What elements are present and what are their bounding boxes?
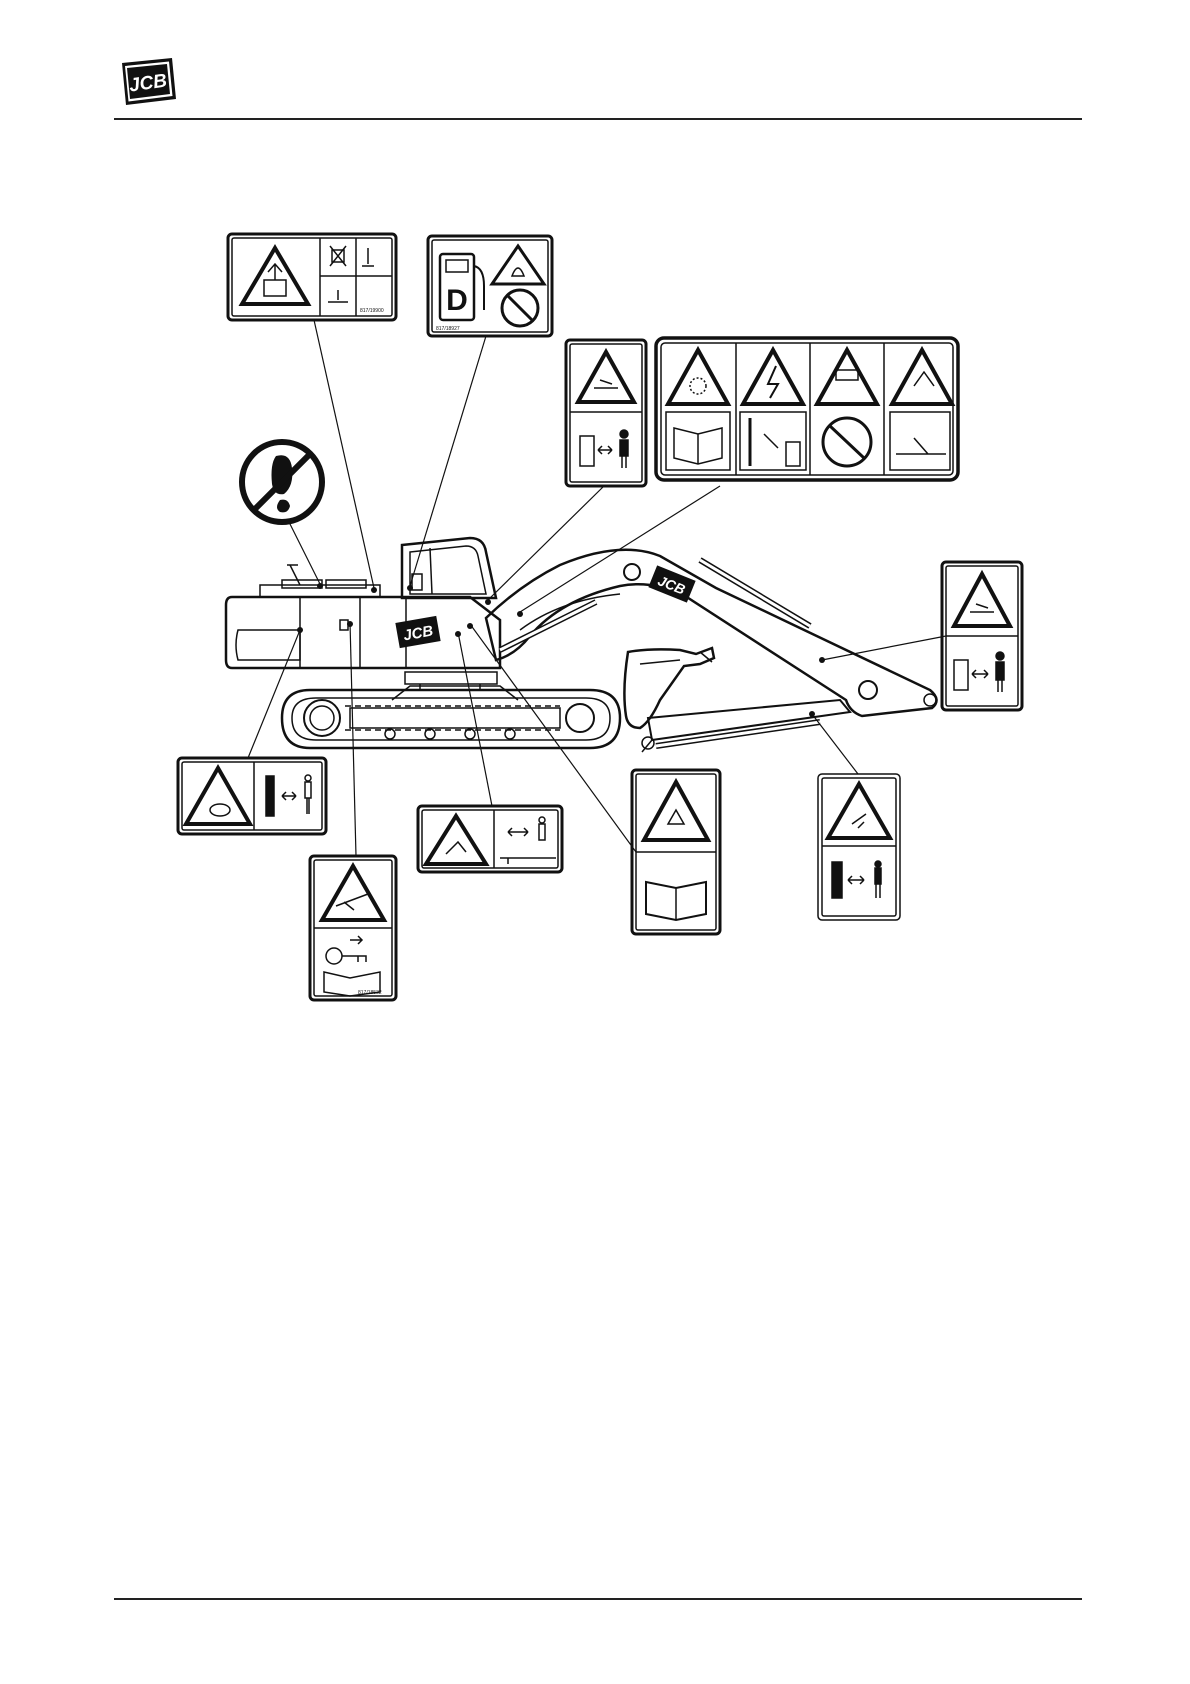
fuel-letter: D xyxy=(446,284,468,317)
decal-arm-crush-keep-clear xyxy=(942,562,1022,710)
footer-divider xyxy=(114,1598,1082,1600)
decal-fan-keep-clear xyxy=(178,758,326,834)
decal-code: 817/18927 xyxy=(436,326,460,332)
decal-falling-object xyxy=(818,774,900,920)
decal-battery-explosion-manual xyxy=(632,770,720,934)
dipper-arm xyxy=(642,700,850,752)
decal-hydraulic-pressure: 817/19900 xyxy=(228,234,396,320)
excavator-illustration: JCB JCB xyxy=(226,538,937,752)
decal-fall-hazard xyxy=(418,806,562,872)
track-assembly xyxy=(282,686,620,748)
decal-no-step xyxy=(242,442,322,522)
decal-code: 817/18532 xyxy=(358,990,382,996)
decal-hood-crush: 817/18532 xyxy=(310,856,396,1000)
upper-carriage: JCB xyxy=(226,538,500,690)
decal-boom-crush-keep-clear xyxy=(566,340,646,486)
decal-diesel-fuel: D 817/18927 xyxy=(428,236,552,336)
decal-code: 817/19900 xyxy=(360,308,384,314)
safety-decals-figure: JCB JCB xyxy=(0,0,1190,1100)
decal-four-panel-warning xyxy=(656,338,958,480)
